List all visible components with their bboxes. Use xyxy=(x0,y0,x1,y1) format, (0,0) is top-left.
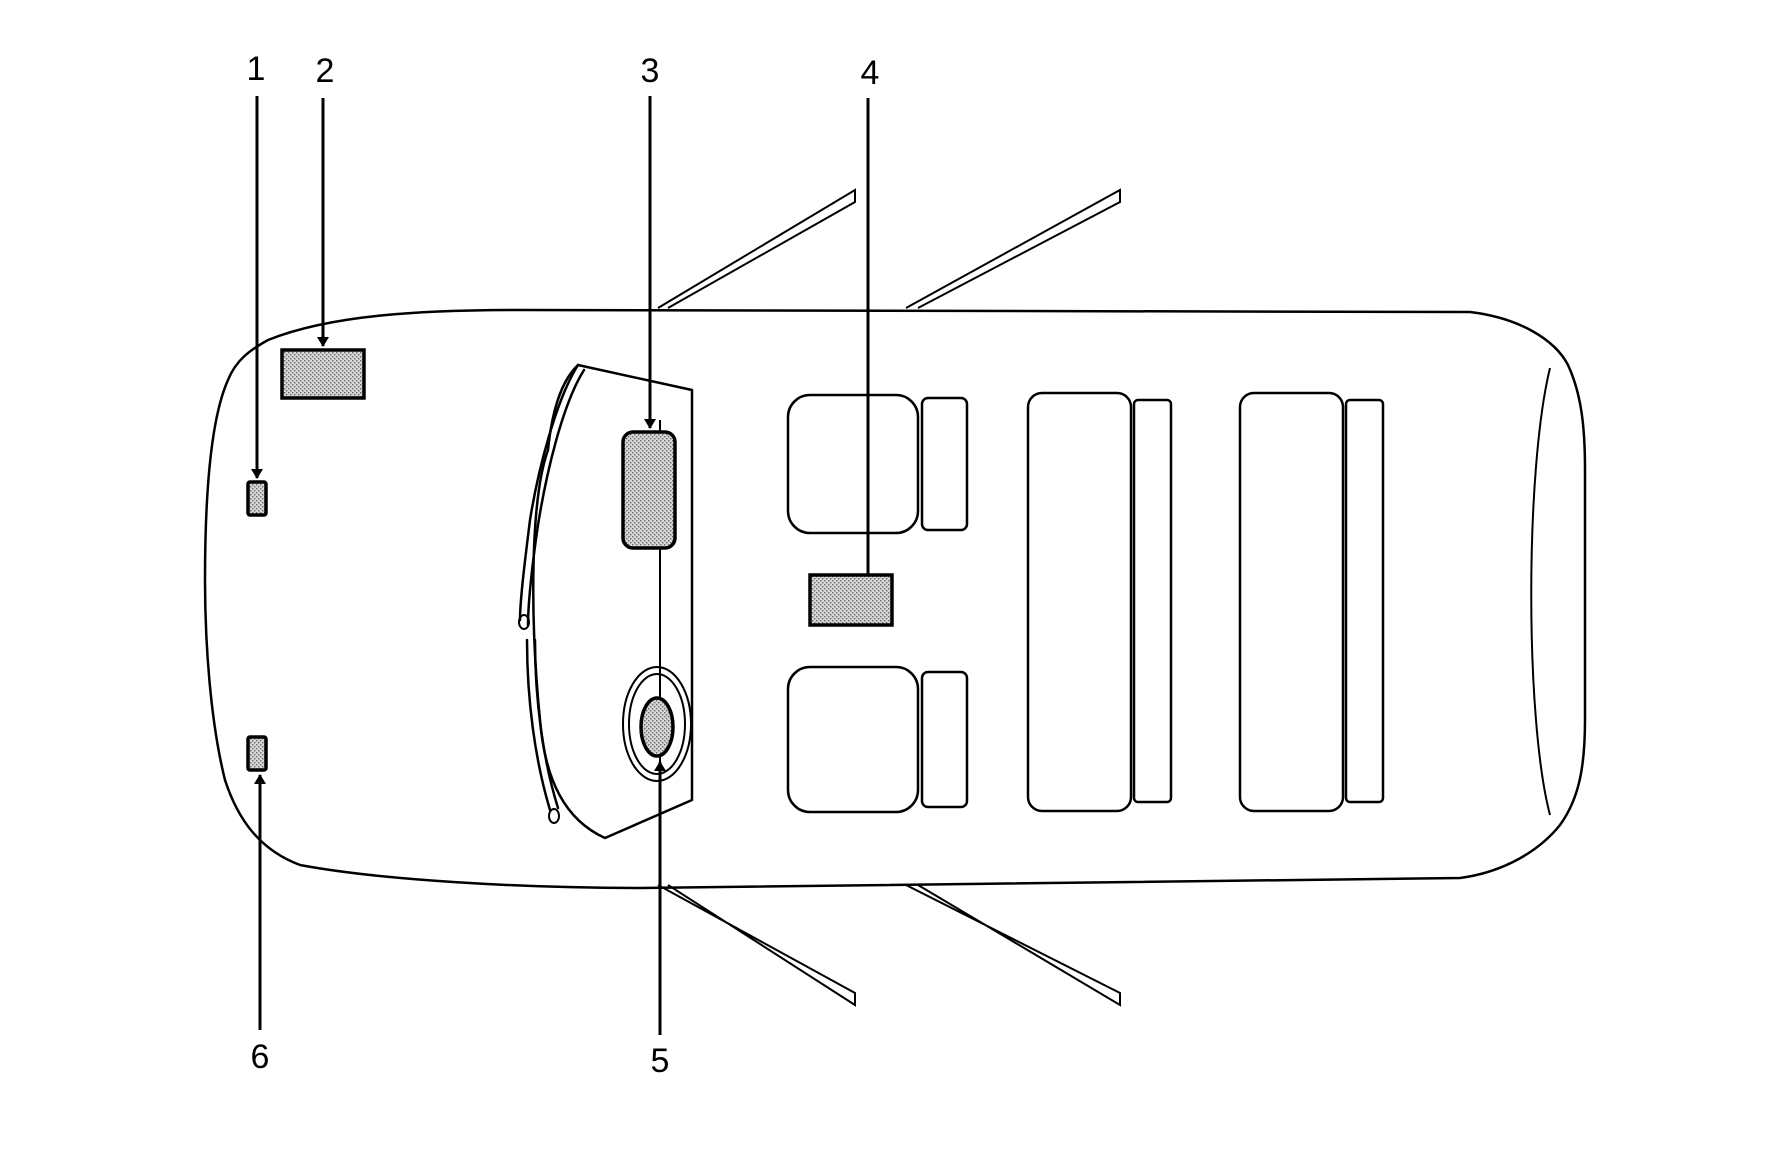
component-4 xyxy=(808,573,894,627)
callout-label-3: 3 xyxy=(641,52,660,90)
rear-bench-back xyxy=(1344,398,1385,804)
rear-bench-cushion xyxy=(1238,391,1345,813)
middle-bench-cushion xyxy=(1026,391,1133,813)
callout-label-6: 6 xyxy=(251,1038,270,1076)
component-1 xyxy=(246,480,268,517)
front-seat-right-back xyxy=(920,670,969,809)
wiper-pivot-upper xyxy=(518,614,530,630)
component-5 xyxy=(639,696,675,758)
mirror-bars xyxy=(657,188,1121,1007)
rear-bench-seat xyxy=(1238,391,1385,813)
callout-label-2: 2 xyxy=(316,52,335,90)
wiper-pivot-lower xyxy=(548,808,560,824)
rear-hatch-line xyxy=(1530,367,1551,816)
windshield-outline xyxy=(532,363,694,840)
component-3 xyxy=(621,430,677,550)
wiper-blade-lower xyxy=(525,638,560,812)
callout-labels: 1 2 3 4 5 6 xyxy=(247,50,880,1080)
mirror-bar-rear-left xyxy=(905,188,1121,309)
callout-label-1: 1 xyxy=(247,50,266,88)
front-seat-right-cushion xyxy=(786,665,920,814)
component-6 xyxy=(246,735,268,772)
mirror-bar-rear-right xyxy=(905,884,1121,1007)
vehicle-body-outline xyxy=(203,308,1587,890)
steering-wheel-inner xyxy=(628,673,686,775)
steering-wheel-outer xyxy=(622,666,692,782)
front-seats xyxy=(786,393,969,814)
wiper-blade-upper xyxy=(518,363,586,627)
middle-bench-seat xyxy=(1026,391,1173,813)
middle-bench-back xyxy=(1132,398,1173,804)
components xyxy=(246,348,894,782)
mirror-bar-front-left xyxy=(657,188,856,309)
callout-label-5: 5 xyxy=(651,1042,670,1080)
callout-label-4: 4 xyxy=(861,54,880,92)
leader-lines xyxy=(251,96,870,1035)
front-seat-left-back xyxy=(920,396,969,532)
component-2 xyxy=(280,348,366,400)
mirror-bar-front-right xyxy=(657,884,856,1007)
front-seat-left-cushion xyxy=(786,393,920,535)
wiper-blades xyxy=(518,363,586,824)
